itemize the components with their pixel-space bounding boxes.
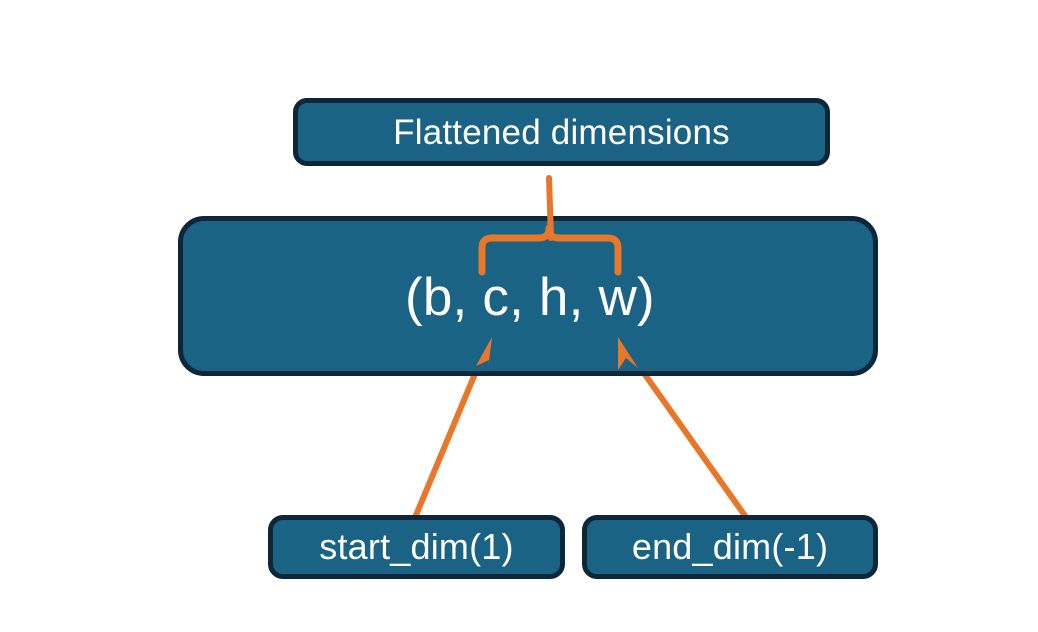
flattened-dimensions-label: Flattened dimensions: [393, 112, 730, 152]
end-dim-label: end_dim(-1): [631, 526, 829, 567]
shape-tuple-box: (b, c, h, w): [178, 216, 878, 376]
flattened-dimensions-box: Flattened dimensions: [293, 98, 830, 166]
start-dim-label: start_dim(1): [319, 526, 514, 567]
start-dim-box: start_dim(1): [268, 515, 565, 579]
shape-tuple-label: (b, c, h, w): [405, 268, 655, 327]
end-dim-box: end_dim(-1): [582, 515, 878, 579]
